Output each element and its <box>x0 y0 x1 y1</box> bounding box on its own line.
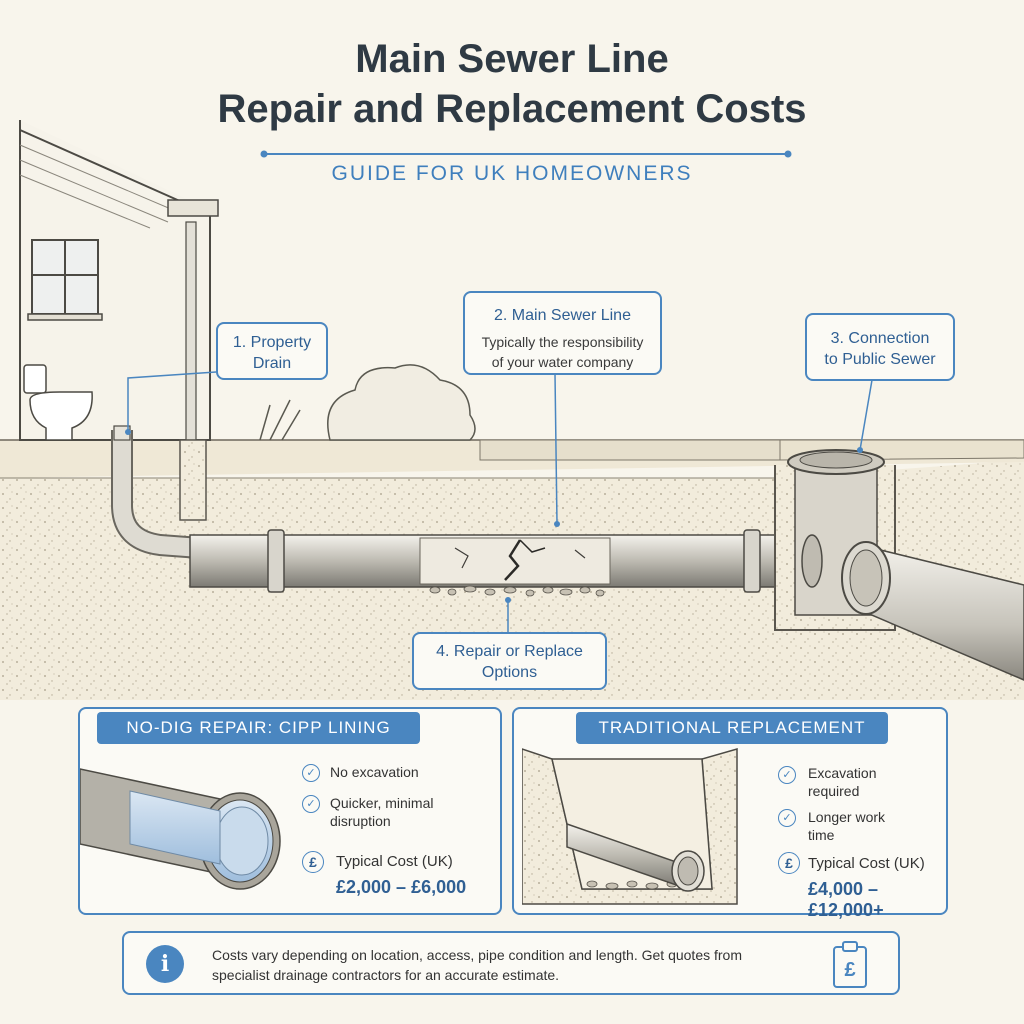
no-dig-feature-2: Quicker, minimal disruption <box>330 795 434 829</box>
no-dig-cost-value: £2,000 – £6,000 <box>336 877 467 897</box>
cipp-lining-pipe-illustration <box>80 768 281 890</box>
subtitle: GUIDE FOR UK HOMEOWNERS <box>331 162 693 185</box>
pound-icon: £ <box>302 851 324 873</box>
traditional-feature-2: Longer work time <box>808 809 886 843</box>
callout-property-drain: 1. Property Drain <box>216 322 328 380</box>
title-line-1: Main Sewer Line <box>355 37 669 81</box>
check-circle-icon: ✓ <box>778 809 796 827</box>
pound-icon: £ <box>778 852 800 874</box>
traditional-feature-1: Excavation required <box>808 765 877 799</box>
page-title: Main Sewer Line Repair and Replacement C… <box>0 34 1024 134</box>
no-dig-cost-label: Typical Cost (UK) <box>336 853 453 870</box>
no-dig-card-header: NO-DIG REPAIR: CIPP LINING <box>97 712 420 744</box>
no-dig-repair-card: NO-DIG REPAIR: CIPP LINING ✓ No excavati… <box>78 707 502 915</box>
traditional-cost-label: Typical Cost (UK) <box>808 855 925 872</box>
title-line-2: Repair and Replacement Costs <box>217 87 807 131</box>
trench-excavation-illustration <box>522 748 738 905</box>
info-icon: i <box>146 945 184 983</box>
callout-connection-public-sewer: 3. Connection to Public Sewer <box>805 313 955 381</box>
title-divider <box>260 150 792 158</box>
check-circle-icon: ✓ <box>302 764 320 782</box>
svg-text:£: £ <box>844 959 855 981</box>
callout-main-sewer-line: 2. Main Sewer Line Typically the respons… <box>463 291 662 375</box>
traditional-replacement-card: TRADITIONAL REPLACEMENT ✓ Excavation req… <box>512 707 948 920</box>
info-note-box: i Costs vary depending on location, acce… <box>122 931 900 995</box>
callout-main-sewer-title: 2. Main Sewer Line <box>494 307 631 324</box>
info-text: Costs vary depending on location, access… <box>212 947 742 983</box>
check-circle-icon: ✓ <box>302 795 320 813</box>
sewer-cross-section-illustration <box>0 120 1024 700</box>
traditional-cost-value: £4,000 – £12,000+ <box>808 879 884 920</box>
clipboard-pound-icon: £ <box>833 941 867 988</box>
callout-repair-replace-options: 4. Repair or Replace Options <box>412 632 607 690</box>
callout-main-sewer-desc: Typically the responsibility of your wat… <box>481 334 644 370</box>
no-dig-feature-1: No excavation <box>330 764 419 780</box>
check-circle-icon: ✓ <box>778 766 796 784</box>
traditional-card-header: TRADITIONAL REPLACEMENT <box>576 712 888 744</box>
